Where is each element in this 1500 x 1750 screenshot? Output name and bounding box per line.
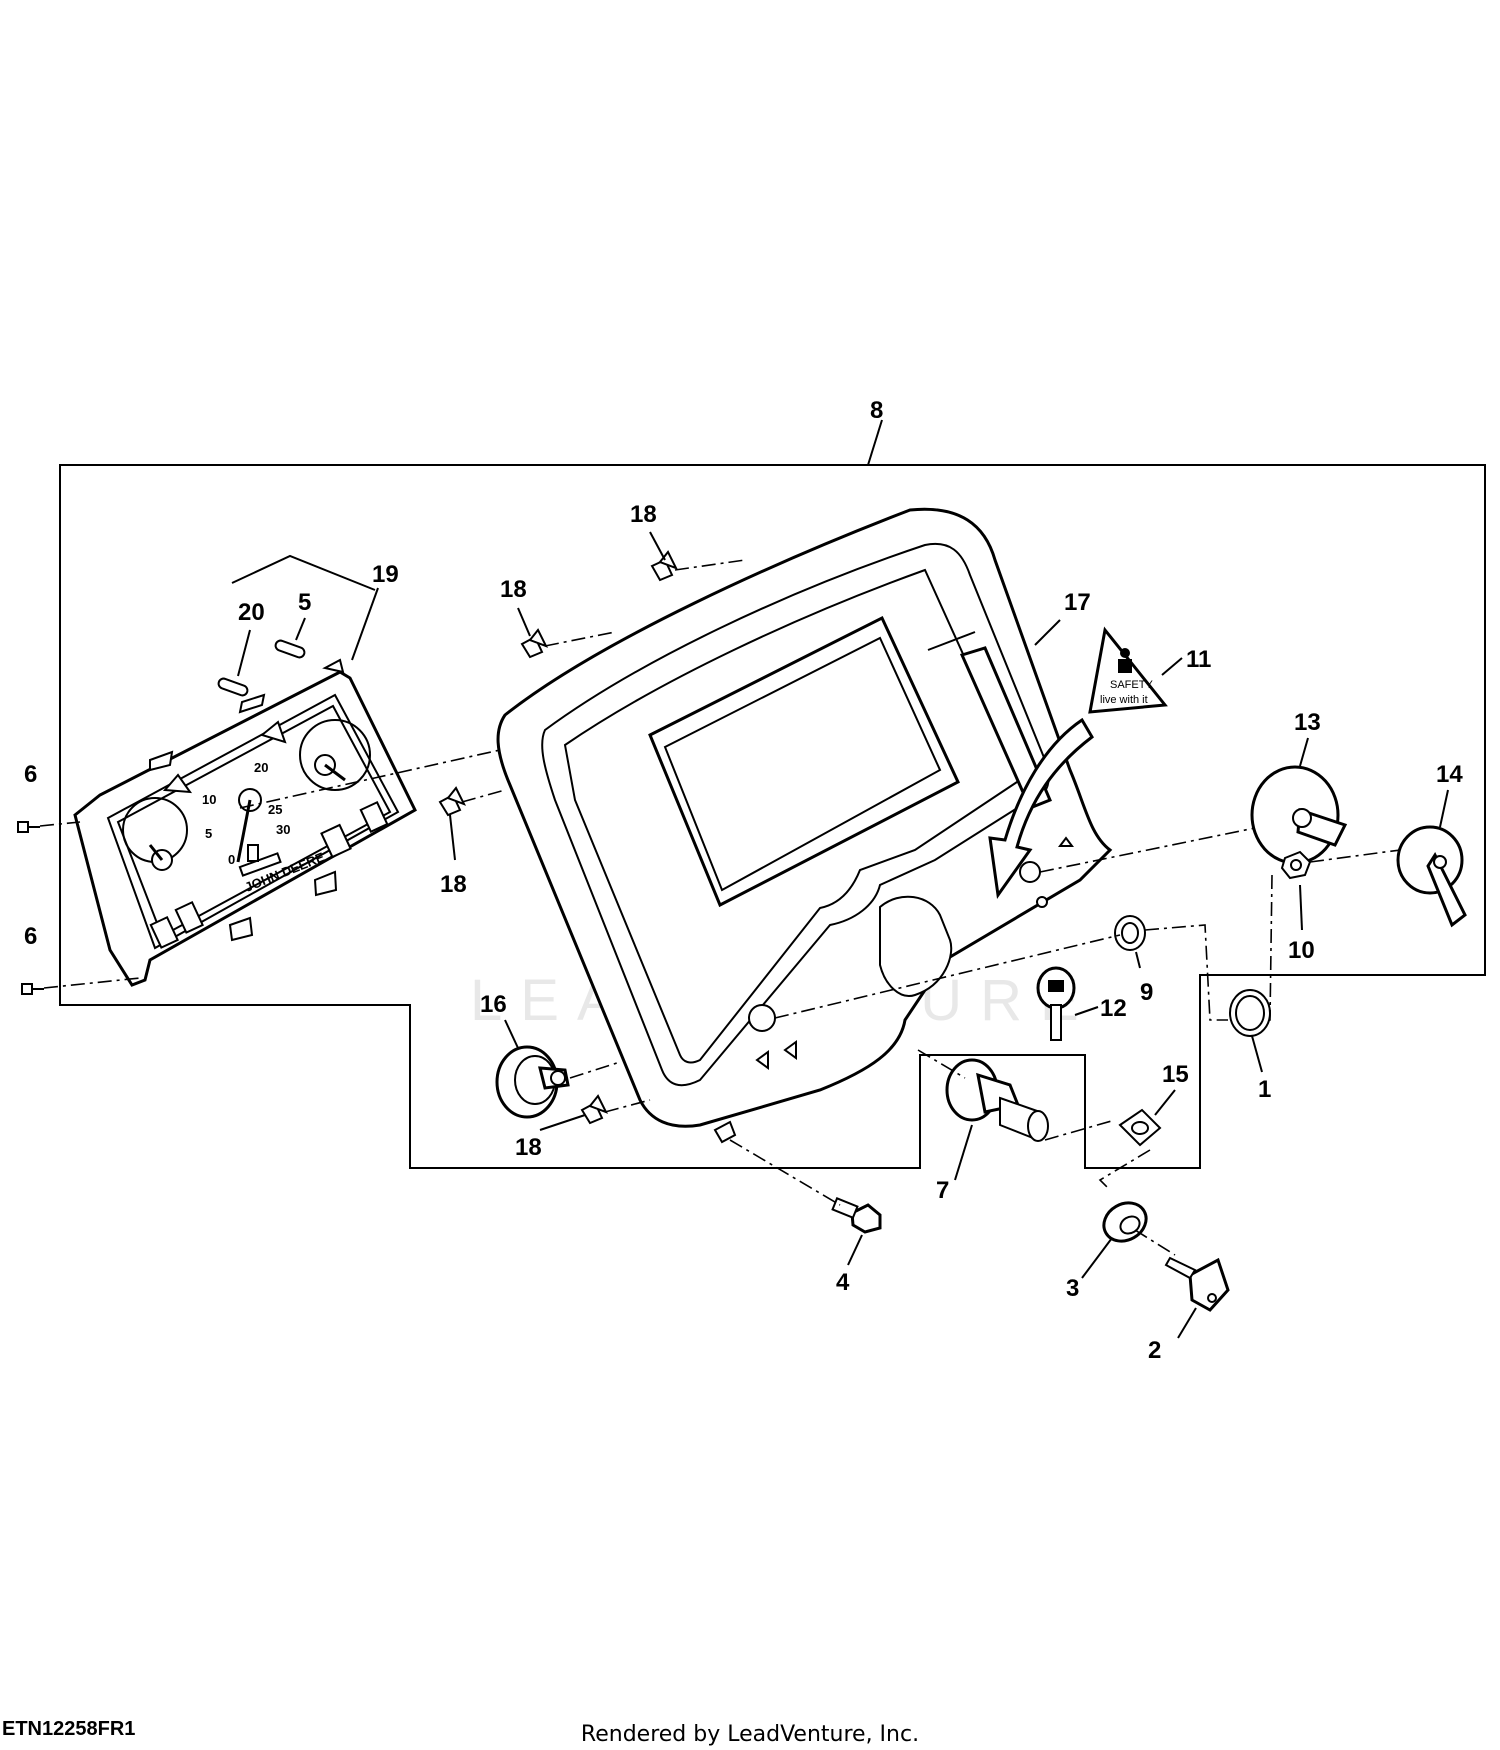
knob-16	[495, 1045, 570, 1119]
leader-19	[351, 587, 379, 661]
leader-8	[867, 419, 883, 466]
ignition-switch	[945, 1058, 1049, 1142]
pin-20	[217, 677, 249, 697]
leader-18-a	[649, 531, 666, 561]
leader-3	[1081, 1237, 1113, 1279]
tag-12	[1036, 966, 1076, 1041]
callout-7: 7	[936, 1177, 949, 1204]
gauge-label-5: 5	[205, 826, 212, 841]
callout-16: 16	[480, 991, 507, 1018]
leader-18-d	[539, 1114, 586, 1131]
safety-decal: SAFETY live with it	[1088, 626, 1168, 714]
callout-13: 13	[1294, 709, 1321, 736]
callout-18-b: 18	[500, 576, 527, 603]
bezel-3	[1102, 1201, 1148, 1243]
callout-6-lower: 6	[24, 923, 37, 950]
callout-19: 19	[372, 561, 399, 588]
leader-14	[1439, 789, 1449, 828]
gauge-label-0: 0	[228, 852, 235, 867]
ring-1	[1229, 989, 1271, 1037]
callout-5: 5	[298, 589, 311, 616]
render-credit: Rendered by LeadVenture, Inc.	[580, 1722, 920, 1747]
callout-18-c: 18	[440, 871, 467, 898]
callout-12: 12	[1100, 995, 1127, 1022]
knob-13	[1250, 765, 1348, 865]
bolt-4	[831, 1197, 882, 1234]
leader-11	[1161, 657, 1183, 676]
callout-2: 2	[1148, 1337, 1161, 1364]
clip-18-b	[520, 628, 549, 659]
dash-panel	[496, 507, 1113, 1144]
leader-18-c	[449, 814, 456, 861]
callout-15: 15	[1162, 1061, 1189, 1088]
leader-9	[1135, 951, 1141, 969]
callout-1: 1	[1258, 1076, 1271, 1103]
leader-18-b	[517, 607, 531, 637]
clip-18-c	[438, 786, 467, 817]
install-arrow	[988, 717, 1094, 899]
callout-10: 10	[1288, 937, 1315, 964]
leader-15	[1154, 1089, 1176, 1116]
leader-7	[954, 1124, 973, 1181]
screw-6-upper	[17, 821, 40, 833]
gauge-label-25: 25	[268, 802, 282, 817]
nut-10	[1280, 850, 1312, 880]
nut-15	[1118, 1108, 1162, 1147]
bracket-19	[231, 554, 376, 591]
leader-16	[504, 1019, 519, 1049]
key-2	[1164, 1256, 1230, 1312]
callout-20: 20	[238, 599, 265, 626]
leader-17	[1034, 619, 1061, 646]
leader-20	[237, 629, 251, 677]
callout-18-a: 18	[630, 501, 657, 528]
leader-5	[295, 617, 306, 641]
callout-17: 17	[1064, 589, 1091, 616]
instrument-cluster: 10 20 25 30 5 0 JOHN DEERE	[73, 658, 417, 987]
screw-6-lower	[21, 983, 44, 995]
leader-13	[1299, 737, 1309, 767]
figure-id: ETN12258FR1	[2, 1718, 136, 1740]
callout-14: 14	[1436, 761, 1463, 788]
leader-2	[1177, 1307, 1197, 1339]
decal-line-safety: SAFETY	[1110, 679, 1153, 691]
callout-8: 8	[870, 397, 883, 424]
gauge-label-10: 10	[202, 792, 216, 807]
washer-9	[1114, 915, 1146, 951]
leader-1	[1251, 1035, 1263, 1073]
pin-5	[274, 639, 306, 659]
callout-4: 4	[836, 1269, 850, 1296]
clip-18-d	[580, 1094, 609, 1125]
leader-12	[1074, 1006, 1099, 1016]
decal-line-tagline: live with it	[1100, 694, 1148, 706]
callout-6-upper: 6	[24, 761, 37, 788]
gauge-label-30: 30	[276, 822, 290, 837]
group-outline-8	[59, 464, 1486, 1169]
callout-11: 11	[1186, 646, 1211, 673]
callout-3: 3	[1066, 1275, 1079, 1302]
callout-18-d: 18	[515, 1134, 542, 1161]
knob-14	[1396, 825, 1467, 928]
leader-10	[1299, 884, 1303, 931]
leader-4	[847, 1234, 863, 1266]
gauge-label-20: 20	[254, 760, 268, 775]
callout-9: 9	[1140, 979, 1153, 1006]
